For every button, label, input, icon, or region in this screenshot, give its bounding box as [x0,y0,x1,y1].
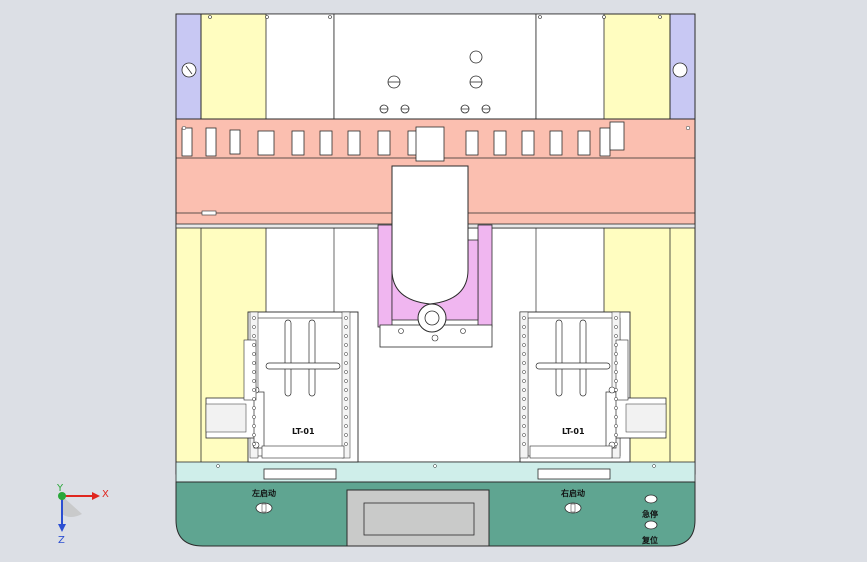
fixture-hole [344,343,348,347]
hmi-screen[interactable] [363,502,475,536]
left-start-label: 左启动 [251,488,276,498]
fixture-hole [252,406,256,410]
fixture-hole [522,406,526,410]
fixture-hole [344,325,348,329]
fixture-hole [614,415,618,419]
fixture-hole [344,388,348,392]
reset-label: 复位 [641,535,658,545]
emergency-stop-label: 急停 [642,509,658,519]
fixture-hole [522,361,526,365]
fixture-hole [344,316,348,320]
y-axis-label: Y [56,483,64,494]
fixture-hole [614,379,618,383]
fixture-hole [252,388,256,392]
fixture-hole [344,442,348,446]
dispensing-head [377,165,493,348]
fixture-hole [614,316,618,320]
fixture-hole [522,424,526,428]
fixture-hole [252,352,256,356]
fixture-hole [522,343,526,347]
slider-rail-right [477,224,493,328]
fixture-hole [252,316,256,320]
fixture-hole [614,388,618,392]
top-plate-left [265,13,335,120]
fixture-hole [614,361,618,365]
fixture-hole [614,325,618,329]
fixture-hole [614,343,618,347]
fixture-hole [252,379,256,383]
fixture-hole [522,397,526,401]
fixture-hole [522,388,526,392]
fixture-hole [252,415,256,419]
left-fixture: LT-01 [205,311,359,480]
fixture-hole [252,433,256,437]
fixture-hole [614,406,618,410]
nozzle-inner [424,310,440,326]
fixture-hole [522,316,526,320]
fixture-hole [252,361,256,365]
fixture-hole [344,352,348,356]
control-panel-base: 左启动 右启动 急停 复位 [175,481,696,547]
fixture-hole-row [522,316,618,446]
fixture-hole [614,424,618,428]
fixture-hole [522,415,526,419]
fixture-hole [252,370,256,374]
right-start-label: 右启动 [560,488,585,498]
fixture-hole [522,442,526,446]
fixture-hole [344,433,348,437]
right-fixture: LT-01 [519,311,667,480]
fixture-hole [252,397,256,401]
fixture-hole [344,415,348,419]
fixture-hole-row [252,316,348,446]
fixture-hole [344,379,348,383]
fixture-hole [344,334,348,338]
fixture-hole [614,352,618,356]
fixture-hole [614,334,618,338]
slider-rail-left [377,224,393,328]
z-axis-label: Z [58,535,65,546]
fixture-hole [252,334,256,338]
fixture-hole [522,334,526,338]
fixture-hole [522,325,526,329]
x-axis-label: X [102,489,109,500]
fixture-hole [614,370,618,374]
top-plate-center [333,13,537,120]
fixture-hole [252,325,256,329]
carriage-mount-block [415,126,445,162]
reset-button[interactable] [644,520,658,530]
fixture-hole [614,433,618,437]
emergency-stop-button[interactable] [644,494,658,504]
fixture-hole [614,442,618,446]
cable-chain [181,121,625,157]
fixture-hole [344,361,348,365]
fixture-hole [344,397,348,401]
fixture-hole [522,379,526,383]
fixture-hole [252,343,256,347]
fixture-hole [344,406,348,410]
top-plate-right [535,13,605,120]
fixture-hole [522,352,526,356]
fixture-hole [344,370,348,374]
head-housing [391,165,469,305]
right-plate-tag: LT-01 [562,427,585,436]
fixture-hole [344,424,348,428]
fixture-hole [522,433,526,437]
fixture-hole [252,442,256,446]
coordinate-triad: X Y Z [56,483,109,546]
left-plate-tag: LT-01 [292,427,315,436]
fixture-hole [614,397,618,401]
fixture-hole [252,424,256,428]
y-axis-marker [58,492,66,500]
fixture-hole [522,370,526,374]
